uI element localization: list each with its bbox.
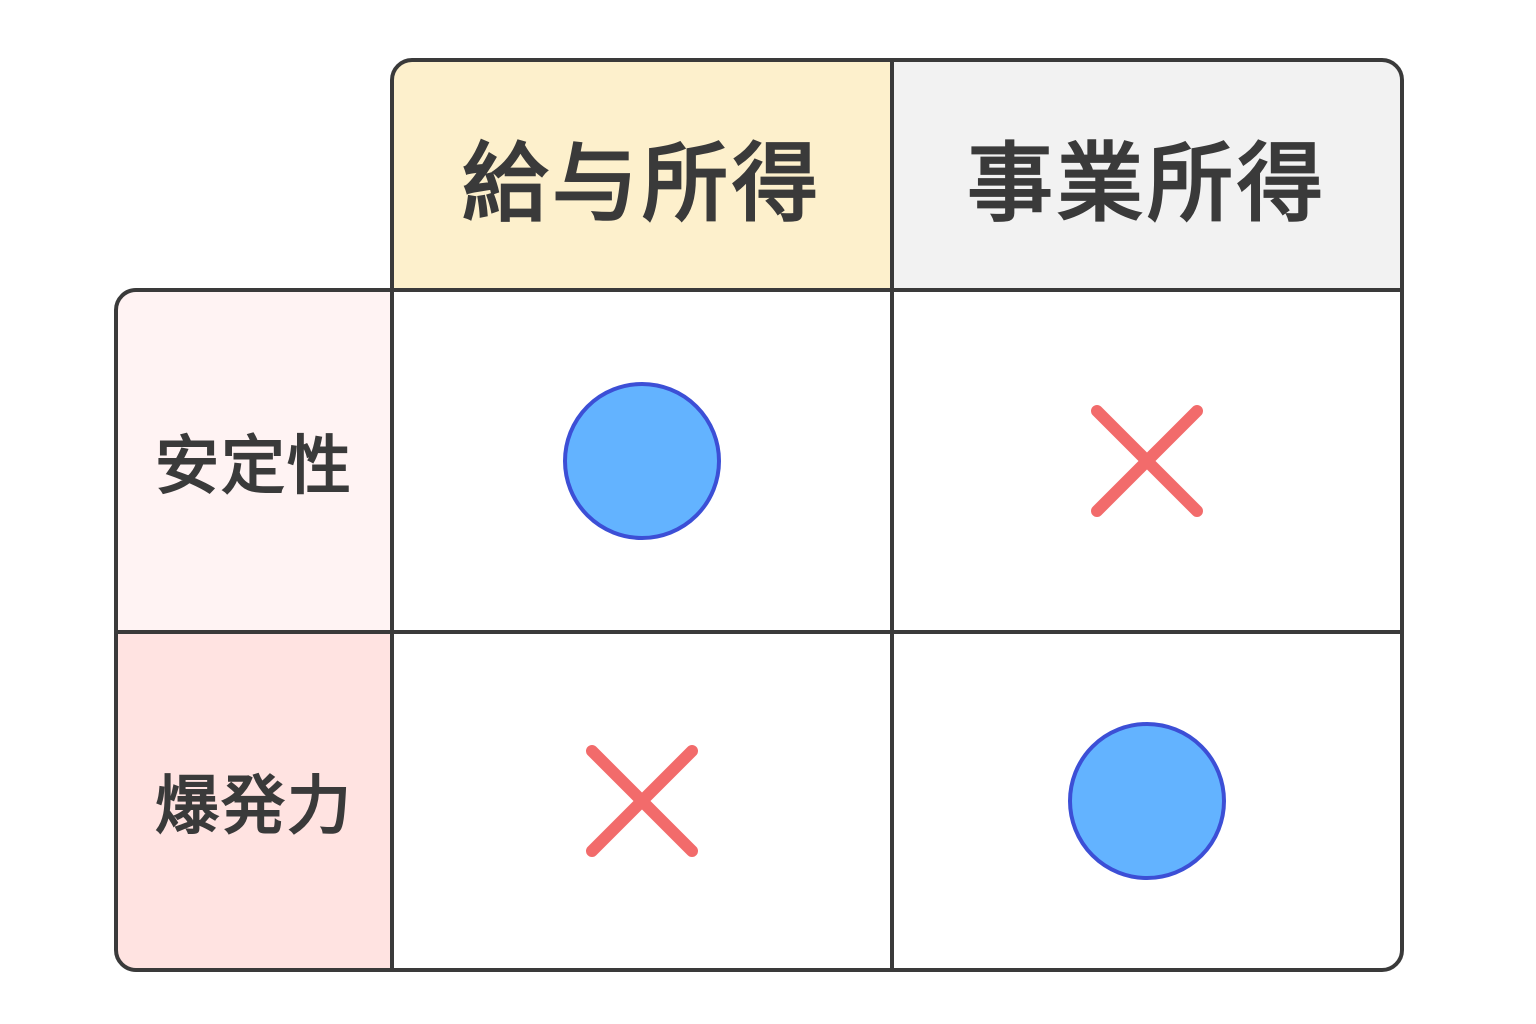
- column-header-salary-income: 給与所得: [390, 58, 894, 292]
- circle-mark-icon: [1068, 722, 1226, 880]
- row-header-label: 安定性: [155, 430, 353, 504]
- cross-stroke: [586, 745, 698, 857]
- row-header-stability: 安定性: [114, 288, 394, 634]
- cross-stroke: [1091, 405, 1203, 517]
- cross-mark-icon: [1091, 405, 1203, 517]
- cell-stability-business: [890, 288, 1404, 634]
- column-header-label: 事業所得: [967, 133, 1327, 234]
- cell-explosiveness-business: [890, 630, 1404, 972]
- circle-mark-icon: [563, 382, 721, 540]
- cell-explosiveness-salary: [390, 630, 894, 972]
- cell-stability-salary: [390, 288, 894, 634]
- row-header-label: 爆発力: [155, 770, 353, 844]
- row-header-explosiveness: 爆発力: [114, 630, 394, 972]
- cross-mark-icon: [586, 745, 698, 857]
- column-header-label: 給与所得: [462, 133, 822, 234]
- column-header-business-income: 事業所得: [890, 58, 1404, 292]
